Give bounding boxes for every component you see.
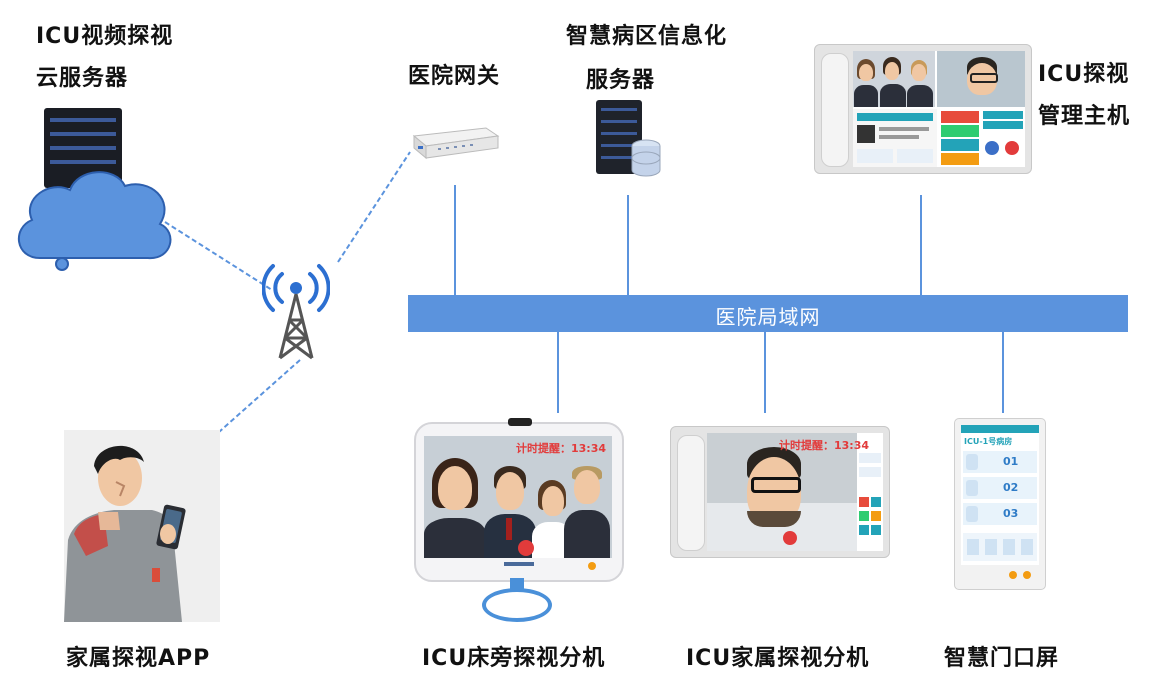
signal-tower-icon: [261, 262, 331, 362]
bedside-timer: 计时提醒：13:34: [516, 442, 607, 455]
door-screen-label: 智慧门口屏: [944, 646, 1060, 671]
cloud-server-label-1: ICU视频探视: [36, 24, 174, 49]
bedside-screen: 计时提醒：13:34: [424, 436, 612, 558]
power-button[interactable]: [588, 562, 596, 570]
link-tower-app: [209, 359, 301, 441]
lan-label: 医院局域网: [715, 305, 821, 329]
hangup-button[interactable]: [518, 540, 534, 556]
room-2-number: 02: [1003, 481, 1019, 494]
info-server-icon: [594, 96, 664, 178]
hospital-lan-bus: 医院局域网: [408, 295, 1128, 332]
family-app-user-illustration: [64, 430, 220, 622]
family-ext-label: ICU家属探视分机: [686, 646, 870, 671]
call-button[interactable]: [1009, 571, 1017, 579]
link-tower-gateway: [337, 151, 411, 263]
family-ext-screen: 计时提醒：13:34: [707, 433, 883, 551]
host-console-device: [814, 44, 1032, 174]
video-tile-group: [853, 51, 935, 107]
host-label-2: 管理主机: [1038, 104, 1131, 129]
bedside-terminal-device: 计时提醒：13:34: [414, 418, 624, 582]
host-screen: [853, 51, 1025, 167]
patient-video-tile: [937, 51, 1025, 107]
door-screen-title: ICU-1号病房: [964, 437, 1013, 446]
room-3-number: 03: [1003, 507, 1019, 520]
cloud-server-icon: [10, 108, 180, 278]
door-screen-device: ICU-1号病房 01 02 03: [954, 418, 1046, 590]
camera-icon: [508, 418, 532, 426]
link-cloud-tower: [164, 221, 273, 291]
host-label-1: ICU探视: [1038, 62, 1130, 87]
gateway-label: 医院网关: [408, 64, 501, 89]
help-button[interactable]: [1023, 571, 1031, 579]
cloud-server-label-2: 云服务器: [36, 66, 129, 91]
brand-logo: [504, 562, 534, 566]
gateway-icon: [410, 122, 500, 162]
door-screen-display: ICU-1号病房 01 02 03: [961, 425, 1039, 565]
family-app-label: 家属探视APP: [66, 646, 211, 671]
mount-ring: [482, 588, 552, 622]
hangup-button[interactable]: [783, 531, 797, 545]
mount-stem: [510, 578, 524, 592]
family-extension-device: 计时提醒：13:34: [670, 426, 890, 558]
room-1-number: 01: [1003, 455, 1019, 468]
host-info-panel: [853, 109, 937, 167]
bedside-label: ICU床旁探视分机: [422, 646, 606, 671]
handset: [677, 435, 705, 551]
family-ext-timer: 计时提醒：13:34: [779, 439, 870, 452]
handset: [821, 53, 849, 167]
info-server-label-1: 智慧病区信息化: [566, 24, 728, 49]
host-controls-panel: [939, 109, 1025, 167]
info-server-label-2: 服务器: [586, 68, 656, 93]
